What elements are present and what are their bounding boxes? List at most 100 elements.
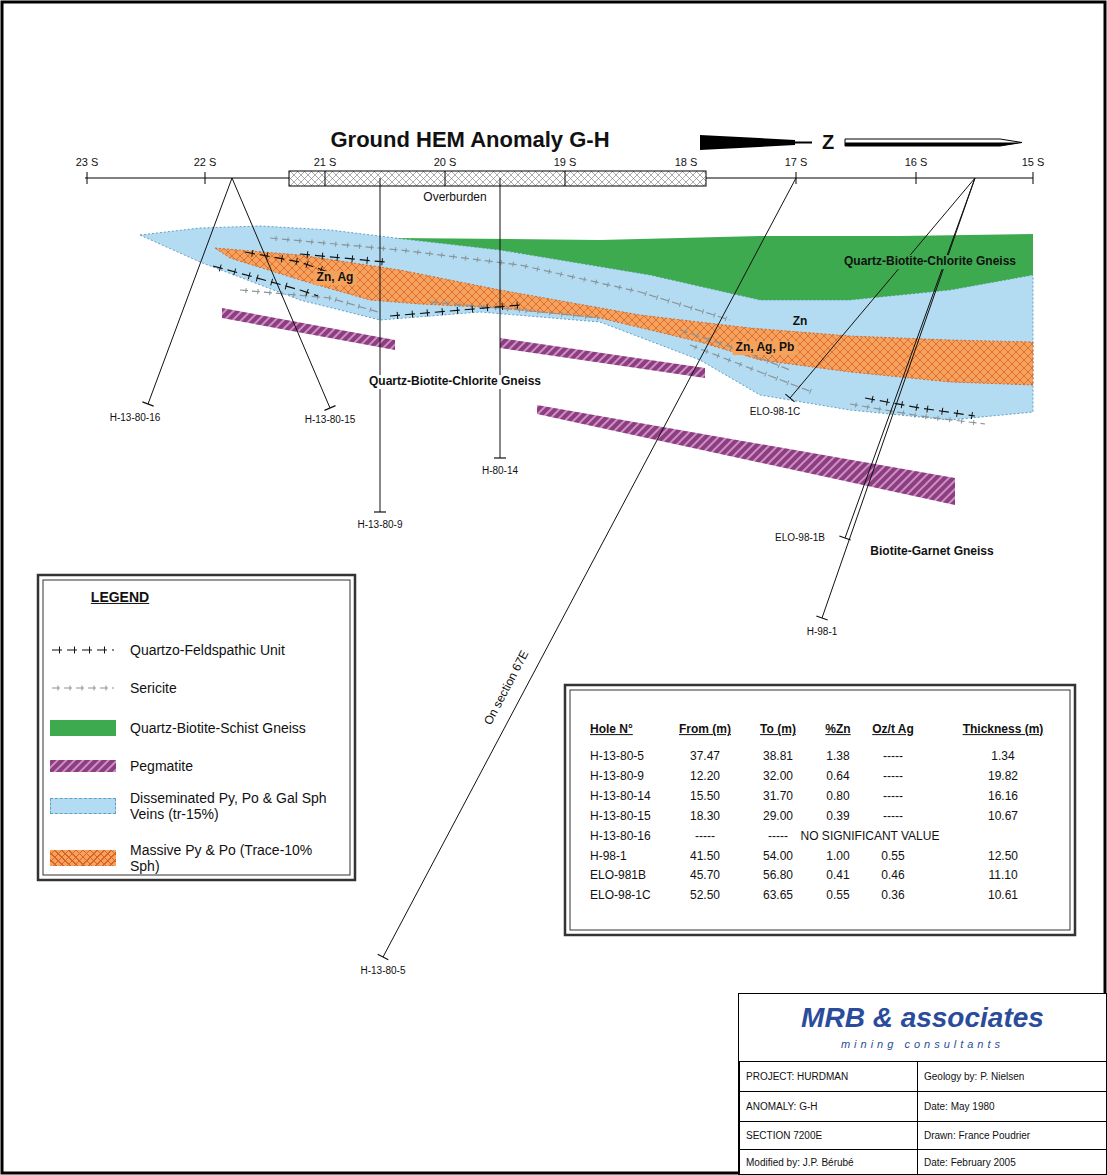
drill-hole: [232, 178, 336, 410]
title-block: MRB & associates mining consultantsPROJEC…: [738, 993, 1107, 1175]
hole-note: On section 67E: [482, 648, 532, 727]
table-cell: 41.50: [690, 850, 720, 864]
unit-label: Quartz-Biotite-Chlorite Gneiss: [841, 255, 1019, 269]
title-block-cell: SECTION 7200E: [739, 1121, 917, 1149]
table-cell: 0.80: [826, 790, 849, 804]
cell-text: Modified by: J.P. Bérubé: [746, 1157, 854, 1169]
drill-hole: [839, 178, 975, 540]
legend-text: Massive Py & Po (Trace-10% Sph): [130, 842, 342, 874]
ore-label: Zn: [793, 315, 808, 329]
table-header: To (m): [760, 723, 796, 737]
title-block-cell: Drawn: France Poudrier: [917, 1121, 1107, 1149]
table-cell: H-13-80-15: [590, 810, 651, 824]
table-cell: 0.64: [826, 770, 849, 784]
table-cell: -----: [883, 790, 903, 804]
table-cell: 19.82: [988, 770, 1018, 784]
legend-heading: LEGEND: [91, 589, 149, 605]
table-cell: -----: [768, 830, 788, 844]
unit-label: Overburden: [423, 191, 486, 205]
table-cell: H-13-80-5: [590, 750, 644, 764]
legend-text: Pegmatite: [130, 758, 342, 774]
title-block-cell: PROJECT: HURDMAN: [739, 1061, 917, 1091]
quartzo-feldspathic-line: [213, 265, 318, 296]
cell-text: ANOMALY: G-H: [746, 1101, 818, 1113]
sericite-line: [240, 288, 378, 312]
quartzo-feldspathic-sample: [52, 647, 114, 654]
table-cell: 56.80: [763, 869, 793, 883]
table-cell: 29.00: [763, 810, 793, 824]
drill-hole: [785, 178, 975, 402]
drill-hole: [142, 178, 232, 406]
legend-box: [38, 575, 355, 880]
table-cell: ELO-981B: [590, 869, 646, 883]
table-cell: 1.38: [826, 750, 849, 764]
cell-text: Geology by: P. Nielsen: [924, 1071, 1024, 1083]
table-cell: 1.34: [991, 750, 1014, 764]
legend-swatch: [50, 680, 116, 696]
legend-swatch: [50, 720, 116, 736]
title-block-cell: Modified by: J.P. Bérubé: [739, 1149, 917, 1175]
cell-text: Drawn: France Poudrier: [924, 1130, 1030, 1142]
sericite-line: [850, 403, 985, 426]
pegmatite-sample: [50, 760, 116, 772]
table-cell: 16.16: [988, 790, 1018, 804]
table-cell: 0.41: [826, 869, 849, 883]
hole-label: H-13-80-15: [305, 414, 356, 426]
table-cell: -----: [883, 770, 903, 784]
scale-label: 22 S: [194, 156, 217, 169]
drill-hole: [378, 178, 796, 960]
unit-label: Biotite-Garnet Gneiss: [870, 545, 993, 559]
hole-label: H-13-80-16: [110, 412, 161, 424]
north-arrow: [700, 135, 1022, 150]
scale-label: 18 S: [675, 156, 698, 169]
table-box: [570, 690, 1070, 930]
legend-text: Quartzo-Feldspathic Unit: [130, 642, 342, 658]
logo-tagline: mining consultants: [739, 1038, 1106, 1051]
table-cell: 0.46: [881, 869, 904, 883]
legend-sample: [50, 758, 116, 774]
legend-sample: [50, 642, 116, 658]
table-cell: -----: [883, 750, 903, 764]
table-cell: 0.36: [881, 889, 904, 903]
overburden-divider: [445, 171, 446, 186]
scale-label: 23 S: [76, 156, 99, 169]
overburden-divider: [565, 171, 566, 186]
north-label: Z: [822, 131, 834, 154]
table-header: Thickness (m): [963, 723, 1044, 737]
drill-hole: [494, 178, 506, 458]
title-block-cell: Geology by: P. Nielsen: [917, 1061, 1107, 1091]
table-cell: 11.10: [988, 869, 1017, 883]
table-cell: 37.47: [690, 750, 720, 764]
cell-text: Date: February 2005: [924, 1157, 1016, 1169]
title-block-cell: ANOMALY: G-H: [739, 1091, 917, 1121]
overburden-divider: [325, 171, 326, 186]
pegmatite: [537, 405, 955, 505]
hole-label: H-98-1: [807, 626, 838, 638]
diagram-title: Ground HEM Anomaly G-H: [330, 127, 609, 152]
title-block-cell: Date: February 2005: [917, 1149, 1107, 1175]
table-cell: 1.00: [826, 850, 849, 864]
legend-text: Disseminated Py, Po & Gal Sph Veins (tr-…: [130, 790, 342, 822]
legend-swatch: [50, 758, 116, 774]
quartzo-feldspathic-line: [865, 396, 975, 419]
logo-name: MRB & associates: [739, 1002, 1106, 1034]
table-box: [565, 685, 1075, 935]
table-cell: 12.50: [988, 850, 1018, 864]
scale-label: 16 S: [905, 156, 928, 169]
disseminated-zone: [140, 226, 1033, 420]
table-header: From (m): [679, 723, 731, 737]
hole-label: H-80-14: [482, 465, 518, 477]
table-cell: NO SIGNIFICANT VALUE: [801, 830, 940, 844]
scale-label: 20 S: [434, 156, 457, 169]
legend-sample: [50, 680, 116, 696]
scale-label: 21 S: [314, 156, 337, 169]
table-cell: 38.81: [763, 750, 793, 764]
hole-label: H-13-80-5: [360, 965, 405, 977]
table-cell: 0.55: [826, 889, 849, 903]
cell-text: PROJECT: HURDMAN: [746, 1071, 848, 1083]
ore-label: Zn, Ag, Pb: [733, 341, 798, 355]
table-cell: H-98-1: [590, 850, 627, 864]
legend-swatch: [50, 798, 116, 814]
unit-label: Quartz-Biotite-Chlorite Gneiss: [366, 375, 544, 389]
